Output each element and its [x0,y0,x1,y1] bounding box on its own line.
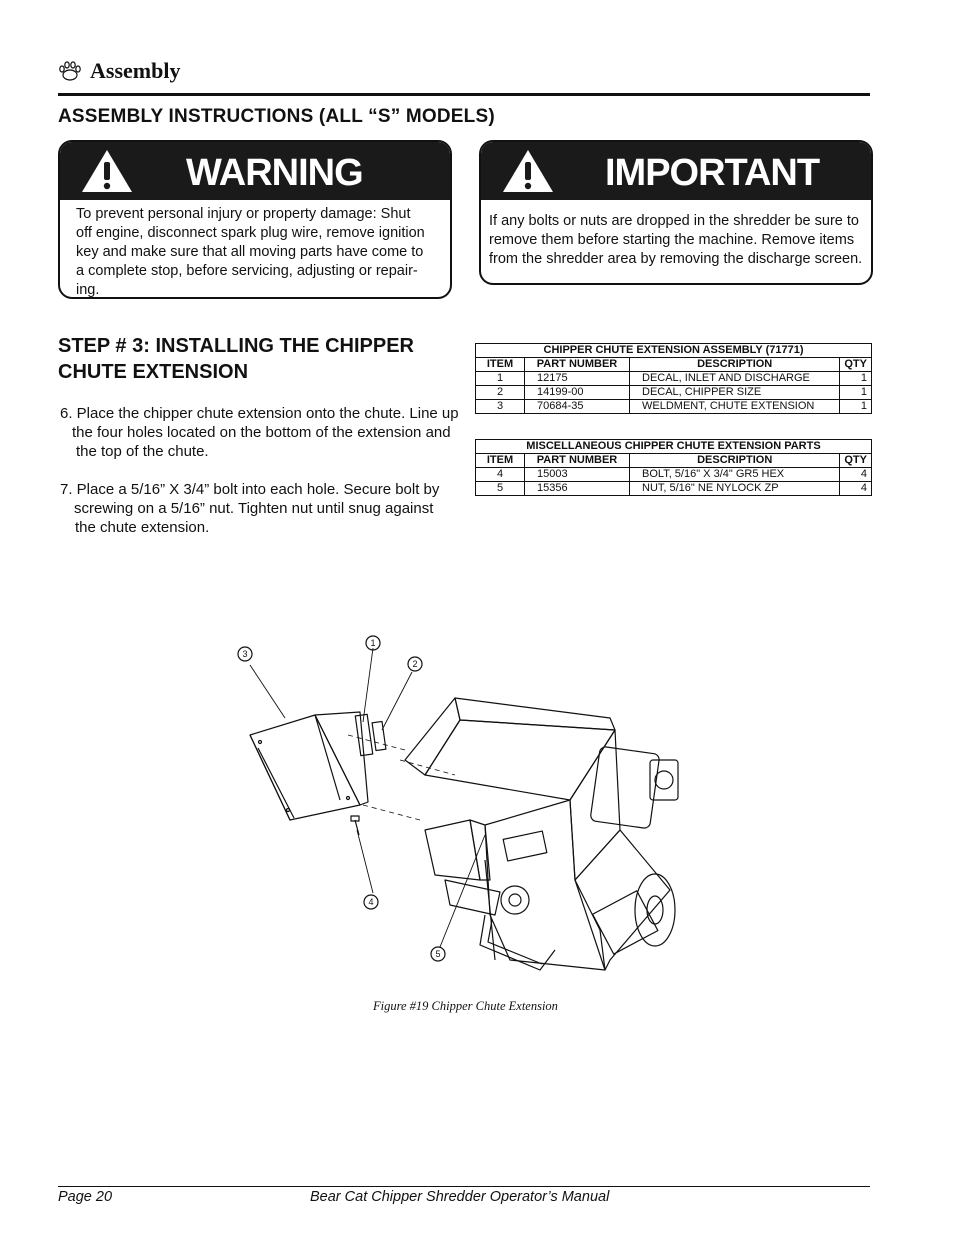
step-heading: STEP # 3: INSTALLING THE CHIPPER CHUTE E… [58,333,458,385]
table-title: CHIPPER CHUTE EXTENSION ASSEMBLY (71771) [475,343,872,358]
decal-1-drawing [354,713,374,757]
important-text: If any bolts or nuts are dropped in the … [481,200,871,269]
cell: 12175 [524,371,630,386]
warning-line: To prevent personal injury or property d… [76,206,411,222]
warning-line: off engine, disconnect spark plug wire, … [76,225,425,241]
warning-text: To prevent personal injury or property d… [60,200,450,298]
callout-5: 5 [435,949,440,959]
footer-rule [58,1186,870,1187]
cell: BOLT, 5/16" X 3/4" GR5 HEX [628,467,841,482]
cell: DECAL, CHIPPER SIZE [628,385,841,400]
cell: NUT, 5/16" NE NYLOCK ZP [628,481,841,496]
cell: 5 [475,481,525,496]
table-title: MISCELLANEOUS CHIPPER CHUTE EXTENSION PA… [475,439,872,454]
para-line: 7. Place a 5/16” X 3/4” bolt into each h… [60,481,440,498]
callout-4-circle [363,894,379,910]
important-line: If any bolts or nuts are dropped in the … [489,213,859,229]
col-header: ITEM [475,357,525,372]
important-line: from the shredder area by removing the d… [489,251,863,267]
important-title: IMPORTANT [605,152,820,194]
callout-2: 2 [412,659,417,669]
table-row: 3 70684-35 WELDMENT, CHUTE EXTENSION 1 [475,399,872,414]
callout-3-circle [237,646,253,662]
callout-5-circle [430,946,446,962]
section-title: Assembly [90,58,181,83]
callout-2-circle [407,656,423,672]
section-header: Assembly [58,58,180,84]
para-line: the chute extension. [75,519,210,536]
step-heading-line: STEP # 3: INSTALLING THE CHIPPER [58,335,414,357]
warning-line: key and make sure that all moving parts … [76,244,424,260]
para-line: the four holes located on the bottom of … [72,424,451,441]
table-row: 1 12175 DECAL, INLET AND DISCHARGE 1 [475,371,872,386]
leader-lines [249,647,486,948]
warning-bar: WARNING [60,142,450,200]
col-header: ITEM [475,453,525,468]
page-number: Page 20 [58,1189,113,1205]
cell: 15003 [524,467,630,482]
cell: 4 [475,467,525,482]
figure-caption: Figure #19 Chipper Chute Extension [373,999,558,1013]
decal-2-drawing [371,720,387,752]
cell: 3 [475,399,525,414]
para-line: the top of the chute. [76,443,209,460]
col-header: PART NUMBER [524,453,630,468]
step-7-paragraph: 7. Place a 5/16” X 3/4” bolt into each h… [60,480,460,537]
cell: 15356 [524,481,630,496]
cell: 70684-35 [524,399,630,414]
manual-title: Bear Cat Chipper Shredder Operator’s Man… [310,1189,610,1205]
para-line: screwing on a 5/16” nut. Tighten nut unt… [74,500,434,517]
cell: 1 [839,399,872,414]
bear-paw-icon [59,61,81,81]
warning-triangle-icon [503,150,553,192]
shredder-machine-drawing [404,697,679,971]
cell: 1 [839,371,872,386]
callout-3: 3 [242,649,247,659]
important-box: IMPORTANT If any bolts or nuts are dropp… [479,140,873,285]
cell: 4 [839,481,872,496]
cell: 4 [839,467,872,482]
parts-table-misc: MISCELLANEOUS CHIPPER CHUTE EXTENSION PA… [475,439,872,496]
callout-4: 4 [368,897,373,907]
col-header: PART NUMBER [524,357,630,372]
col-header: QTY [839,453,872,468]
cell: 14199-00 [524,385,630,400]
callout-1: 1 [370,638,375,648]
cell: DECAL, INLET AND DISCHARGE [628,371,841,386]
cell: 1 [839,385,872,400]
table-row: 4 15003 BOLT, 5/16" X 3/4" GR5 HEX 4 [475,467,872,482]
parts-table-assembly: CHIPPER CHUTE EXTENSION ASSEMBLY (71771)… [475,343,872,414]
warning-line: ing. [76,282,100,298]
cell: WELDMENT, CHUTE EXTENSION [628,399,841,414]
table-row: 5 15356 NUT, 5/16" NE NYLOCK ZP 4 [475,481,872,496]
callout-1-circle [365,635,381,651]
chute-extension-drawing [249,711,369,821]
bolt-drawing [350,815,360,836]
col-header: DESCRIPTION [628,357,841,372]
important-bar: IMPORTANT [481,142,871,200]
cell: 2 [475,385,525,400]
table-row: 2 14199-00 DECAL, CHIPPER SIZE 1 [475,385,872,400]
cell: 1 [475,371,525,386]
header-rule [58,93,870,96]
warning-triangle-icon [82,150,132,192]
warning-line: a complete stop, before servicing, adjus… [76,263,418,279]
col-header: DESCRIPTION [628,453,841,468]
warning-title: WARNING [186,152,364,194]
col-header: QTY [839,357,872,372]
page-heading: ASSEMBLY INSTRUCTIONS (ALL “S” MODELS) [58,106,495,127]
important-line: remove them before starting the machine.… [489,232,855,248]
step-6-paragraph: 6. Place the chipper chute extension ont… [60,404,460,461]
warning-box: WARNING To prevent personal injury or pr… [58,140,452,299]
step-heading-line: CHUTE EXTENSION [58,361,249,383]
chipper-chute-figure: 3 1 2 4 5 [237,635,679,971]
para-line: 6. Place the chipper chute extension ont… [60,405,459,422]
